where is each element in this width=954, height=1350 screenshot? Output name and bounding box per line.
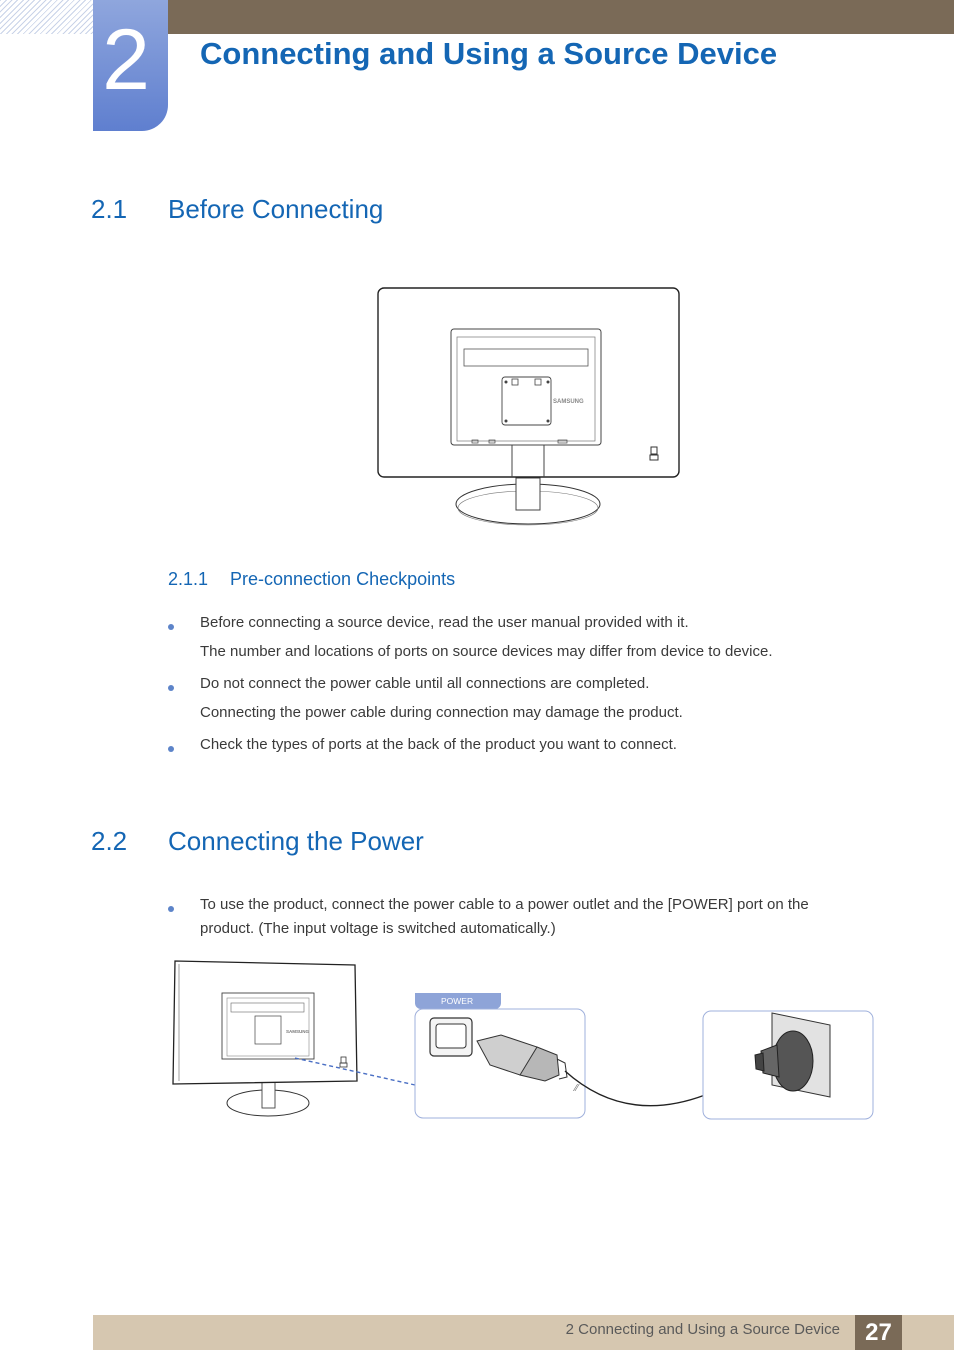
bullet-dot <box>168 685 174 691</box>
subsection-title: Pre-connection Checkpoints <box>230 569 456 589</box>
power-instruction-line-1: To use the product, connect the power ca… <box>200 896 809 913</box>
chapter-title: Connecting and Using a Source Device <box>200 36 778 71</box>
brand-logo: SAMSUNG <box>553 399 584 405</box>
footer-chapter-text: 2 Connecting and Using a Source Device <box>565 1321 840 1338</box>
power-instruction-line-2: product. (The input voltage is switched … <box>200 920 556 937</box>
header-hatch-decoration <box>0 0 93 34</box>
checkpoint-note-1: The number and locations of ports on sou… <box>200 643 773 660</box>
checkpoint-note-2: Connecting the power cable during connec… <box>200 704 683 721</box>
checkpoint-item-1: Before connecting a source device, read … <box>200 614 689 631</box>
monitor-back-figure: SAMSUNG <box>377 287 680 526</box>
power-port-label: POWER <box>441 996 473 1006</box>
bullet-dot <box>168 746 174 752</box>
footer-bar <box>93 1315 954 1350</box>
subsection-number: 2.1.1 <box>168 569 209 589</box>
checkpoint-item-3: Check the types of ports at the back of … <box>200 736 677 753</box>
chapter-number: 2 <box>102 12 150 108</box>
bullet-dot <box>168 624 174 630</box>
header-bar <box>168 0 954 34</box>
section-title-2-1: Before Connecting <box>168 194 384 224</box>
page-number: 27 <box>855 1315 902 1350</box>
section-number-2-1: 2.1 <box>91 194 128 224</box>
section-number-2-2: 2.2 <box>91 826 128 856</box>
bullet-dot <box>168 906 174 912</box>
brand-logo-small: SAMSUNG <box>286 1029 310 1034</box>
chapter-tab <box>93 0 168 131</box>
power-connection-figure: SAMSUNG POWER ⁄⁄ ⁄⁄ <box>172 960 874 1120</box>
checkpoint-item-2: Do not connect the power cable until all… <box>200 675 650 692</box>
section-title-2-2: Connecting the Power <box>168 826 424 856</box>
svg-text:⁄⁄: ⁄⁄ <box>572 1083 580 1094</box>
